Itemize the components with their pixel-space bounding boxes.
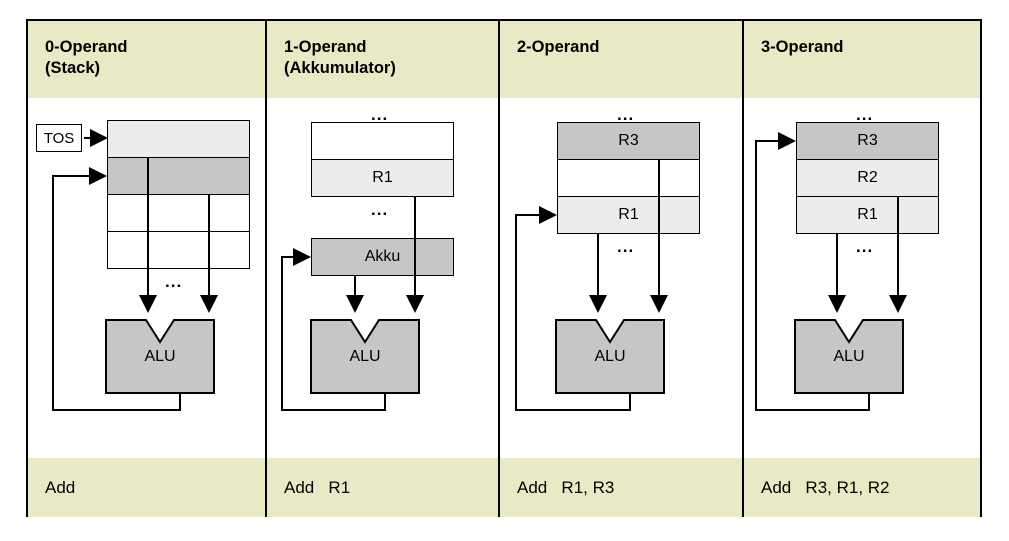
header-title-line1: 2-Operand [517,38,600,56]
header-cell-2-operand: 2-Operand [500,21,742,98]
instruction-text: Add R1, R3 [517,477,615,497]
alu-result-feedback [755,132,870,411]
header-title-line1: 3-Operand [761,38,844,56]
header-cell-3-operand: 3-Operand [744,21,980,98]
operand-comparison-table: 0-Operand (Stack) 1-Operand (Akkumulator… [26,19,982,517]
stack-wiring [52,129,218,411]
memory-ellipsis-top: ... [371,105,389,124]
register-cell-r2: R2 [796,159,939,197]
register-cell-r1: R1 [796,196,939,234]
alu-label: ALU [594,348,626,365]
accumulator-box: Akku [311,238,454,276]
alu-shape [310,319,420,394]
instruction-cell-3-operand: Add R3, R1, R2 [744,458,980,517]
instruction-cell-0-operand: Add [28,458,265,517]
register-cell-r3: R3 [796,122,939,160]
header-title-line1: 0-Operand [45,38,128,56]
register-cell-r3: R3 [557,122,700,160]
alu-shape [105,319,215,394]
regfile-ellipsis-top: ... [856,105,874,124]
tos-label: TOS [36,124,82,152]
instruction-cell-1-operand: Add R1 [267,458,498,517]
stack-cell-fourth [107,231,250,269]
stack-ellipsis: ... [165,272,183,291]
registerfile-wiring [755,132,907,411]
diagram-cell-3-operand: ... R3 R2 R1 ... [744,98,980,458]
regfile-ellipsis-top: ... [617,105,635,124]
alu-label: ALU [144,348,176,365]
instruction-text: Add R3, R1, R2 [761,477,890,497]
column-separator-1 [265,21,267,515]
regfile-ellipsis-mid: ... [856,237,874,256]
column-separator-2 [498,21,500,515]
alu-shape [794,319,904,394]
registerfile-wiring [515,159,668,411]
instruction-text: Add R1 [284,477,351,497]
header-cell-1-operand: 1-Operand (Akkumulator) [267,21,498,98]
alu-result-feedback [281,248,386,411]
header-title-line2: (Stack) [45,59,101,77]
stack-cell-third [107,194,250,232]
instruction-cell-2-operand: Add R1, R3 [500,458,742,517]
alu-shape [555,319,665,394]
instruction-text: Add [45,477,76,497]
alu-label: ALU [349,348,381,365]
accumulator-wiring [281,197,424,411]
register-cell-r1: R1 [557,196,700,234]
memory-ellipsis-mid: ... [371,200,389,219]
column-separator-3 [742,21,744,515]
alu-result-feedback [52,167,181,411]
memory-cell-r1: R1 [311,159,454,197]
header-title-line1: 1-Operand [284,38,367,56]
diagram-cell-1-operand: ... R1 ... Akku [267,98,498,458]
diagram-cell-2-operand: ... R3 R1 ... [500,98,742,458]
header-cell-0-operand: 0-Operand (Stack) [28,21,265,98]
alu-label: ALU [833,348,865,365]
regfile-ellipsis-mid: ... [617,237,635,256]
alu-result-feedback [515,206,631,411]
header-title-line2: (Akkumulator) [284,59,396,77]
diagram-cell-0-operand: TOS ... [28,98,265,458]
